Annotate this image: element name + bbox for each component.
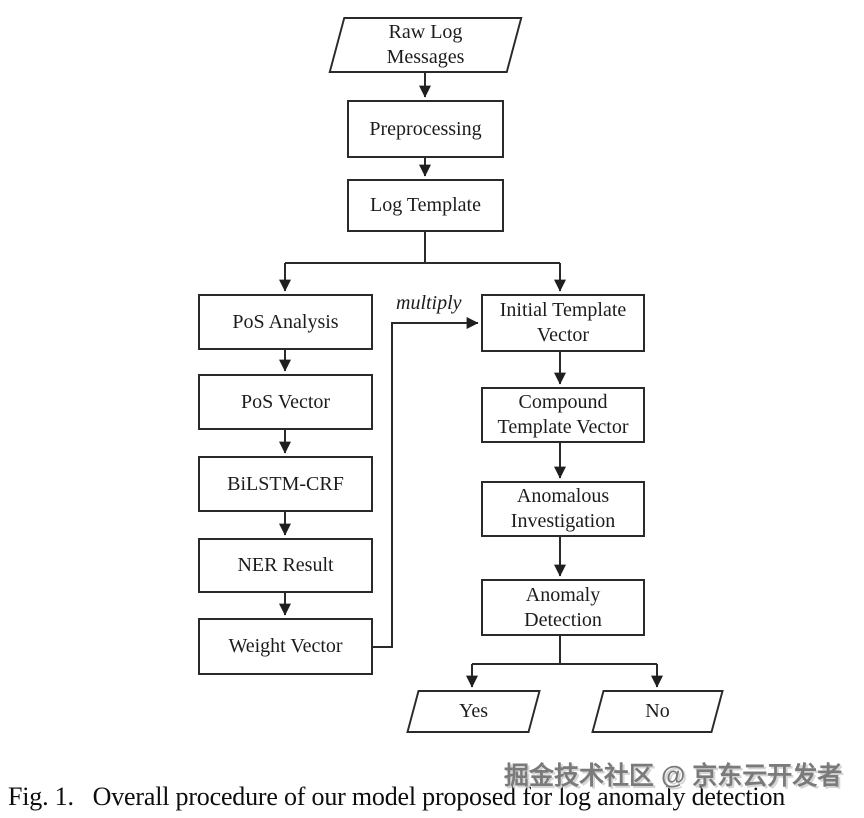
node-label: Anomaly: [525, 583, 601, 606]
compound-template-vector-node: Compound Template Vector: [481, 387, 645, 443]
watermark-text: 掘金技术社区 @ 京东云开发者: [504, 762, 843, 790]
node-label: Raw Log: [388, 21, 463, 43]
node-label: Investigation: [510, 510, 616, 532]
node-label: Preprocessing: [369, 117, 482, 140]
anomalous-investigation-node: Anomalous Investigation: [481, 481, 645, 537]
edge-anomalydetection-split: [472, 636, 657, 665]
pos-vector-node: PoS Vector: [198, 374, 373, 430]
node-label: PoS Vector: [240, 390, 331, 413]
node-label: Log Template: [370, 194, 481, 216]
node-label: Detection: [524, 608, 602, 631]
raw-log-messages-node: Raw Log Messages: [328, 17, 523, 73]
yes-output-node: Yes: [406, 690, 541, 733]
node-label: Template Vector: [497, 416, 629, 438]
node-label: NER Result: [237, 554, 334, 576]
node-label: Messages: [386, 46, 465, 68]
pos-analysis-node: PoS Analysis: [198, 294, 373, 350]
edge-weightvector-multiply-initialtemplate: [373, 317, 479, 648]
ner-result-node: NER Result: [198, 538, 373, 593]
node-label: Anomalous: [516, 485, 610, 507]
preprocessing-node: Preprocessing: [347, 100, 504, 158]
node-label: PoS Analysis: [232, 310, 339, 333]
node-label: No: [645, 700, 670, 722]
figure-caption: Fig. 1. Overall procedure of our model p…: [8, 782, 786, 811]
node-label: Vector: [536, 324, 590, 346]
bilstm-crf-node: BiLSTM-CRF: [198, 456, 373, 512]
edge-logtemplate-split: [285, 232, 560, 264]
weight-vector-node: Weight Vector: [198, 618, 373, 675]
anomaly-detection-node: Anomaly Detection: [481, 579, 645, 636]
node-label: Weight Vector: [228, 635, 343, 657]
log-template-node: Log Template: [347, 179, 504, 232]
node-label: Yes: [458, 700, 489, 722]
node-label: Compound: [518, 391, 608, 413]
node-label: BiLSTM-CRF: [227, 472, 344, 495]
initial-template-vector-node: Initial Template Vector: [481, 294, 645, 352]
node-label: Initial Template: [499, 299, 627, 321]
no-output-node: No: [591, 690, 724, 733]
edge-label-multiply: multiply: [396, 292, 462, 314]
